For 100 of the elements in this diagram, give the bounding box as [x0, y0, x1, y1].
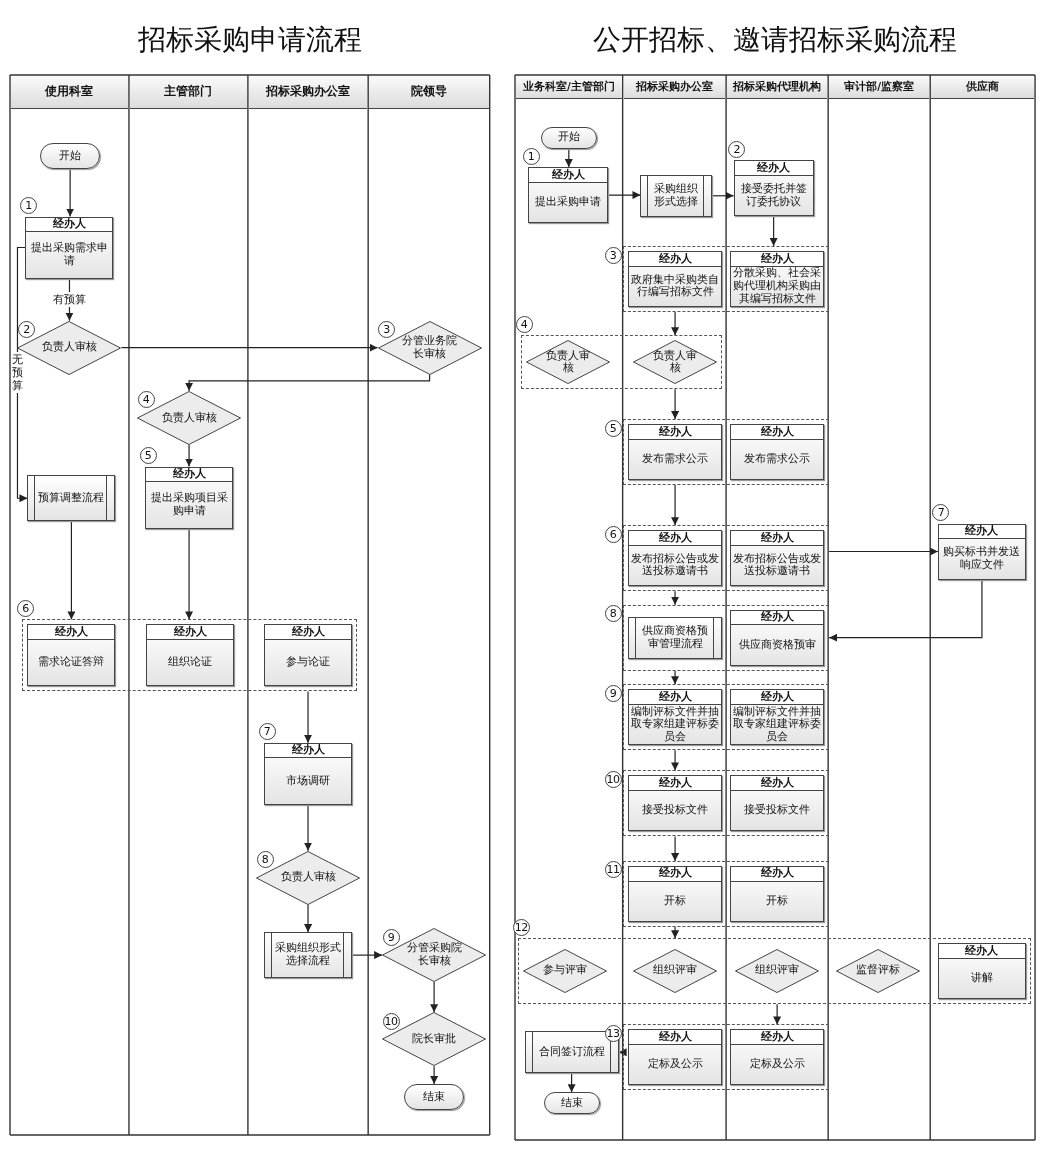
- decision-diamond: [256, 850, 361, 905]
- node-text: 负责人审核: [41, 341, 97, 354]
- step-number: 8: [256, 851, 274, 869]
- decision-diamond: [523, 948, 608, 993]
- process-box: [27, 624, 116, 687]
- process-box: [628, 866, 723, 922]
- role-label: 经办人: [629, 531, 722, 546]
- lane-header: 业务科室/主管部门: [516, 76, 622, 99]
- arrow: [607, 191, 642, 200]
- arrow: [828, 578, 983, 642]
- group-box: [623, 246, 830, 312]
- role-label: 经办人: [26, 217, 113, 233]
- lane-header: 使用科室: [11, 76, 128, 109]
- step-number: 10: [382, 1012, 400, 1030]
- role-label: 经办人: [731, 252, 824, 267]
- step-number: 3: [604, 246, 622, 264]
- role-label: 经办人: [938, 944, 1025, 959]
- step-text: 接受投标文件: [743, 802, 812, 819]
- process-box: [264, 742, 353, 805]
- role-label: 经办人: [629, 690, 722, 705]
- role-label: 经办人: [731, 610, 824, 626]
- decision-diamond: [137, 390, 242, 445]
- role-label: 经办人: [629, 252, 722, 267]
- step-number: 7: [932, 504, 950, 521]
- arrow: [671, 590, 680, 606]
- edge-label: 有预算: [51, 292, 87, 308]
- terminal-node: [40, 143, 101, 170]
- group-box: [623, 1024, 830, 1091]
- step-text: 定标及公示: [748, 1056, 806, 1073]
- node-text: 合同签订流程: [538, 1046, 605, 1059]
- node-text: 分管采购院长审核: [405, 942, 463, 968]
- node-text: 采购组织形式选择流程: [274, 942, 343, 968]
- role-label: 经办人: [938, 524, 1025, 540]
- step-text: 组织论证: [167, 654, 214, 671]
- decision-diamond: [735, 948, 820, 993]
- process-box: [628, 530, 723, 587]
- arrow: [185, 374, 431, 392]
- step-number: 10: [604, 770, 622, 788]
- process-box: [628, 689, 723, 746]
- step-text: 提出采购需求申请: [29, 240, 109, 269]
- arrow: [671, 311, 680, 336]
- step-number: 5: [139, 447, 157, 464]
- process-box: [145, 466, 234, 529]
- role-label: 经办人: [146, 467, 233, 483]
- arrow: [671, 926, 680, 939]
- lane-header: 院领导: [369, 76, 489, 109]
- group-box: [623, 525, 830, 592]
- role-label: 经办人: [629, 425, 722, 440]
- node-text: 供应商资格预审管理流程: [641, 625, 710, 651]
- decision-diamond: [836, 948, 921, 993]
- step-text: 定标及公示: [646, 1056, 704, 1073]
- arrow: [567, 1072, 576, 1093]
- role-label: 经办人: [731, 867, 824, 882]
- decision-diamond: [633, 948, 718, 993]
- title: 招标采购申请流程: [137, 22, 363, 58]
- group-box: [623, 419, 830, 486]
- step-number: 7: [258, 723, 276, 741]
- arrow: [430, 1065, 439, 1085]
- process-box: [730, 251, 825, 307]
- step-number: 1: [19, 197, 37, 214]
- step-text: 需求论证答辩: [37, 654, 106, 671]
- group-box: [521, 335, 723, 390]
- node-text: 预算调整流程: [38, 491, 105, 505]
- step-number: 11: [604, 861, 622, 879]
- process-box: [628, 1029, 723, 1086]
- step-text: 分散采购、社会采购代理机构采购由其编写招标文件: [732, 266, 823, 306]
- step-text: 讲解: [969, 970, 994, 987]
- process-box: [628, 251, 723, 307]
- arrow: [618, 1048, 627, 1057]
- terminal-node: [543, 1092, 600, 1115]
- arrow: [304, 904, 313, 933]
- node-text: 采购组织形式选择: [653, 183, 700, 209]
- step-number: 2: [728, 140, 746, 158]
- group-box: [623, 770, 830, 837]
- arrow: [66, 168, 75, 218]
- step-number: 4: [137, 391, 155, 409]
- node-text: 结束: [560, 1096, 583, 1110]
- subprocess-box: [27, 475, 116, 522]
- process-box: [730, 1029, 825, 1086]
- role-label: 经办人: [629, 776, 722, 792]
- step-text: 政府集中采购类自行编写招标文件: [630, 271, 721, 301]
- step-text: 开标: [765, 893, 790, 909]
- decision-diamond: [633, 340, 718, 385]
- role-label: 经办人: [529, 168, 608, 183]
- subprocess-box: [264, 932, 353, 979]
- decision-diamond: [377, 320, 482, 375]
- node-text: 组织评审: [653, 964, 698, 977]
- arrow: [304, 690, 313, 744]
- process-box: [730, 866, 825, 922]
- step-text: 接受委托并签订委托协议: [739, 181, 808, 210]
- arrow: [671, 484, 680, 526]
- step-number: 13: [604, 1025, 622, 1042]
- role-label: 经办人: [28, 625, 115, 641]
- process-box: [730, 775, 825, 832]
- arrow: [671, 388, 680, 420]
- step-number: 6: [604, 525, 622, 543]
- arrow: [430, 981, 439, 1013]
- arrow: [671, 835, 680, 862]
- step-text: 编制评标文件并抽取专家组建评标委员会: [732, 704, 823, 745]
- arrow: [120, 343, 379, 352]
